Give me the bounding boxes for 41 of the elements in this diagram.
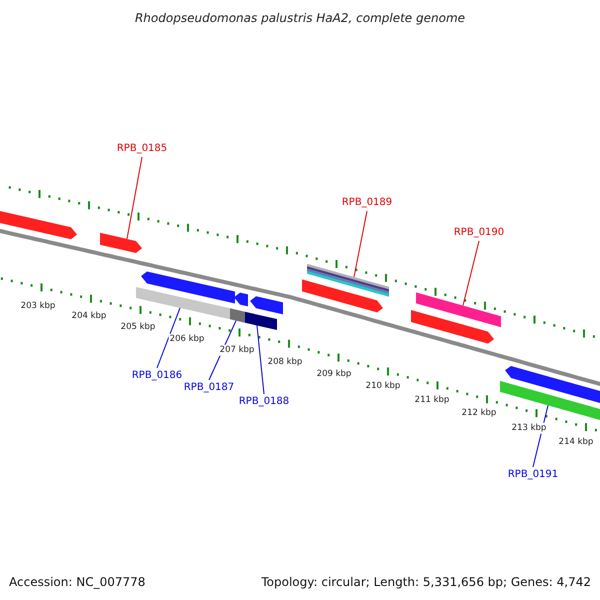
gene-feature — [500, 380, 600, 422]
gene-feature — [141, 272, 235, 304]
leader-line — [354, 210, 368, 278]
gene-feature — [505, 366, 600, 405]
gene-name: RPB_0185 — [116, 144, 168, 154]
gene-name: RPB_0191 — [508, 470, 558, 480]
scale-label: 212 kbp — [460, 408, 498, 418]
leader-line — [462, 240, 480, 306]
gene-feature — [0, 211, 77, 240]
leader-line — [256, 325, 264, 394]
gene-feature — [100, 232, 142, 253]
gene-feature — [302, 279, 383, 312]
leader-line — [156, 307, 180, 368]
gene-feature — [234, 292, 248, 306]
scale-label: 206 kbp — [168, 334, 206, 344]
scale-label: 208 kbp — [266, 356, 304, 368]
scale-label: 214 kbp — [558, 436, 594, 448]
scale-label: 207 kbp — [218, 344, 256, 356]
gene-name: RPB_0190 — [454, 228, 504, 238]
gene-name: RPB_0187 — [184, 383, 234, 393]
gene-feature — [307, 264, 389, 297]
gene-feature — [230, 308, 245, 323]
scale-label: 203 kbp — [20, 300, 56, 312]
scale-label: 209 kbp — [316, 368, 352, 380]
scale-label: 205 kbp — [120, 322, 156, 332]
gene-name: RPB_0189 — [342, 198, 392, 208]
gene-feature — [411, 310, 494, 344]
scale-label: 213 kbp — [510, 422, 548, 434]
gene-name: RPB_0186 — [132, 371, 182, 381]
footer-text: Topology: circular; Length: 5,331,656 bp; Genes: 4,742 — [261, 576, 591, 588]
scale-label: 211 kbp — [414, 394, 450, 406]
title: Rhodopseudomonas palustris HaA2, complete genome — [134, 12, 466, 24]
leader-line — [126, 156, 142, 240]
gene-feature — [245, 312, 277, 330]
gene-feature — [250, 296, 283, 314]
gene-name: RPB_0188 — [238, 397, 290, 407]
scale-label: 210 kbp — [364, 380, 402, 392]
gene-feature — [136, 287, 230, 320]
gene-feature — [416, 292, 501, 328]
footer-text: Accession: NC_007778 — [9, 576, 146, 588]
scale-label: 204 kbp — [70, 310, 108, 322]
